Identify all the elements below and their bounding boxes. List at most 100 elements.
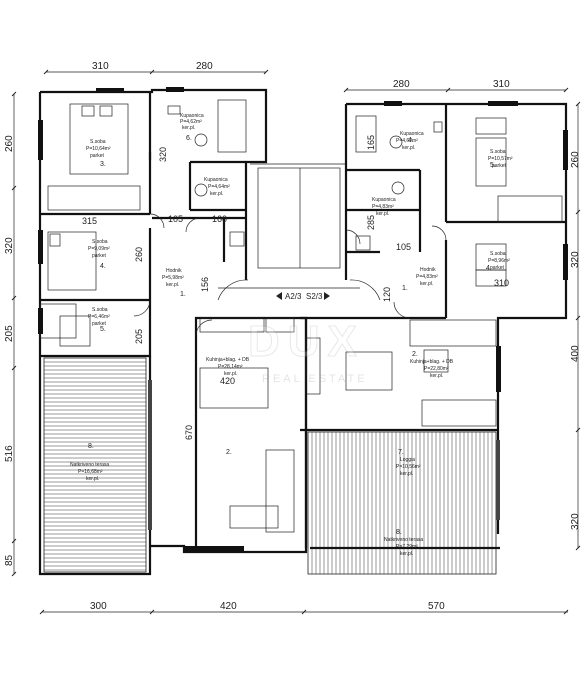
room-floor: ker.pl. [86,476,99,482]
terrace-outline [43,357,147,573]
fixtures [38,87,568,552]
room-number: 1. [180,291,186,298]
dim-left-2: 320 [4,237,15,254]
room-number: 4. [408,137,414,144]
room-name: S.soba [92,239,108,245]
room-name: Kupaonica [180,113,204,119]
inner-dim-6: 205 [134,329,144,344]
room-floor: ker.pl. [224,371,237,377]
room-floor: ker.pl. [430,373,443,379]
dim-top-right-2: 310 [493,79,510,90]
room-area: P=4,64m² [208,184,230,190]
room-name: Hodnik [166,268,182,274]
watermark-sub: REAL ESTATE [262,373,368,385]
dim-bottom-3: 570 [428,601,445,612]
room-name: Natkriveno terasa [70,462,109,468]
room-label: Hodnik P=5,98m² ker.pl. 1. [162,268,186,298]
room-number: 8. [396,529,402,536]
room-label: S.soba P=9,09m² parket 4. [88,239,110,270]
room-floor: ker.pl. [400,551,413,557]
room-area: P=4,62m² [180,119,202,125]
room-area: P=4,83m² [416,274,438,280]
dimension-lines: 310 280 280 310 300 420 570 260 320 205 … [4,61,581,615]
room-area: P=7,29m² [396,544,418,550]
room-label: Kuhinja+blag. + DB P=22,80m² ker.pl. 2. [410,351,454,379]
room-floor: parket [492,163,507,169]
room-name: S.soba [90,139,106,145]
inner-dim-9: 420 [220,376,235,386]
room-number: 8. [88,443,94,450]
inner-dim-8: 670 [184,425,194,440]
dim-bottom-2: 420 [220,601,237,612]
room-number: 3. [100,161,106,168]
stair-label-left: A2/3 [285,292,302,301]
room-area: P=9,09m² [88,246,110,252]
dim-left-3: 205 [4,325,15,342]
room-name: Kupaonica [372,197,396,203]
room-number: 2. [226,449,232,456]
room-area: P=4,62m² [396,138,418,144]
room-name: Kupaonica [400,131,424,137]
room-name: Natkriveno terasa [384,537,423,543]
inner-dim-4: 160 [212,214,227,224]
room-label: Kupaonica P=4,62m² ker.pl. 6. [180,113,204,142]
dim-right-4: 320 [570,513,581,530]
room-number: 6. [186,135,192,142]
room-area: P=10,56m² [396,464,421,470]
dim-left-1: 260 [4,135,15,152]
room-name: Hodnik [420,267,436,273]
dim-right-3: 400 [570,345,581,362]
dim-top-left-2: 280 [196,61,213,72]
room-floor: ker.pl. [182,125,195,131]
room-area: P=8,96m² [488,258,510,264]
dim-top-right-1: 280 [393,79,410,90]
room-floor: ker.pl. [402,145,415,151]
inner-dimensions: 320 315 105 160 260 205 156 670 420 165 … [82,135,509,440]
room-name: Kuhinja+blag. + DB [410,359,454,365]
inner-dim-7: 156 [200,277,210,292]
room-label: Kuhinja+blag. + DB P=28,14m² ker.pl. 2. [206,357,250,456]
room-label: Kupaonica P=4,83m² ker.pl. [372,197,396,217]
room-name: Kupaonica [204,177,228,183]
room-floor: parket [90,153,105,159]
room-floor: ker.pl. [420,281,433,287]
room-area: P=10,57m² [488,156,513,162]
dim-right-1: 260 [570,151,581,168]
dim-bottom-1: 300 [90,601,107,612]
room-floor: parket [490,265,505,271]
watermark-main: DUX [248,317,365,366]
room-area: P=22,80m² [424,366,449,372]
room-floor: parket [92,321,107,327]
dim-right-2: 320 [570,251,581,268]
room-label: Natkriveno terasa P=7,29m² ker.pl. 8. [384,529,423,557]
stair-label: A2/3 S2/3 [276,292,330,301]
room-floor: parket [92,253,107,259]
room-area: P=10,64m² [86,146,111,152]
room-label: Kupaonica P=4,62m² ker.pl. 4. [396,131,424,151]
inner-dim-3: 105 [168,214,183,224]
dim-top-left-1: 310 [92,61,109,72]
room-name: S.soba [490,149,506,155]
inner-dim-12: 105 [396,242,411,252]
room-label: Kupaonica P=4,64m² ker.pl. [204,177,230,197]
stair-label-right: S2/3 [306,292,323,301]
room-label: Loggia P=10,56m² ker.pl. 7. [396,449,421,477]
room-number: 4. [486,265,492,272]
inner-dim-2: 315 [82,216,97,226]
room-label: S.soba P=6,46m² parket 5. [88,307,110,333]
room-area: P=6,46m² [88,314,110,320]
room-name: Loggia [400,457,415,463]
dim-left-5: 85 [4,554,15,566]
room-label: Hodnik P=4,83m² ker.pl. 1. [402,267,438,292]
room-number: 2. [412,351,418,358]
room-number: 4. [100,263,106,270]
terrace-hatch-left [43,357,147,573]
room-name: S.soba [490,251,506,257]
room-area: P=28,14m² [218,364,243,370]
room-number: 7. [398,449,404,456]
room-area: P=16,68m² [78,469,103,475]
inner-dim-1: 320 [158,147,168,162]
dim-left-4: 516 [4,445,15,462]
room-floor: ker.pl. [376,211,389,217]
